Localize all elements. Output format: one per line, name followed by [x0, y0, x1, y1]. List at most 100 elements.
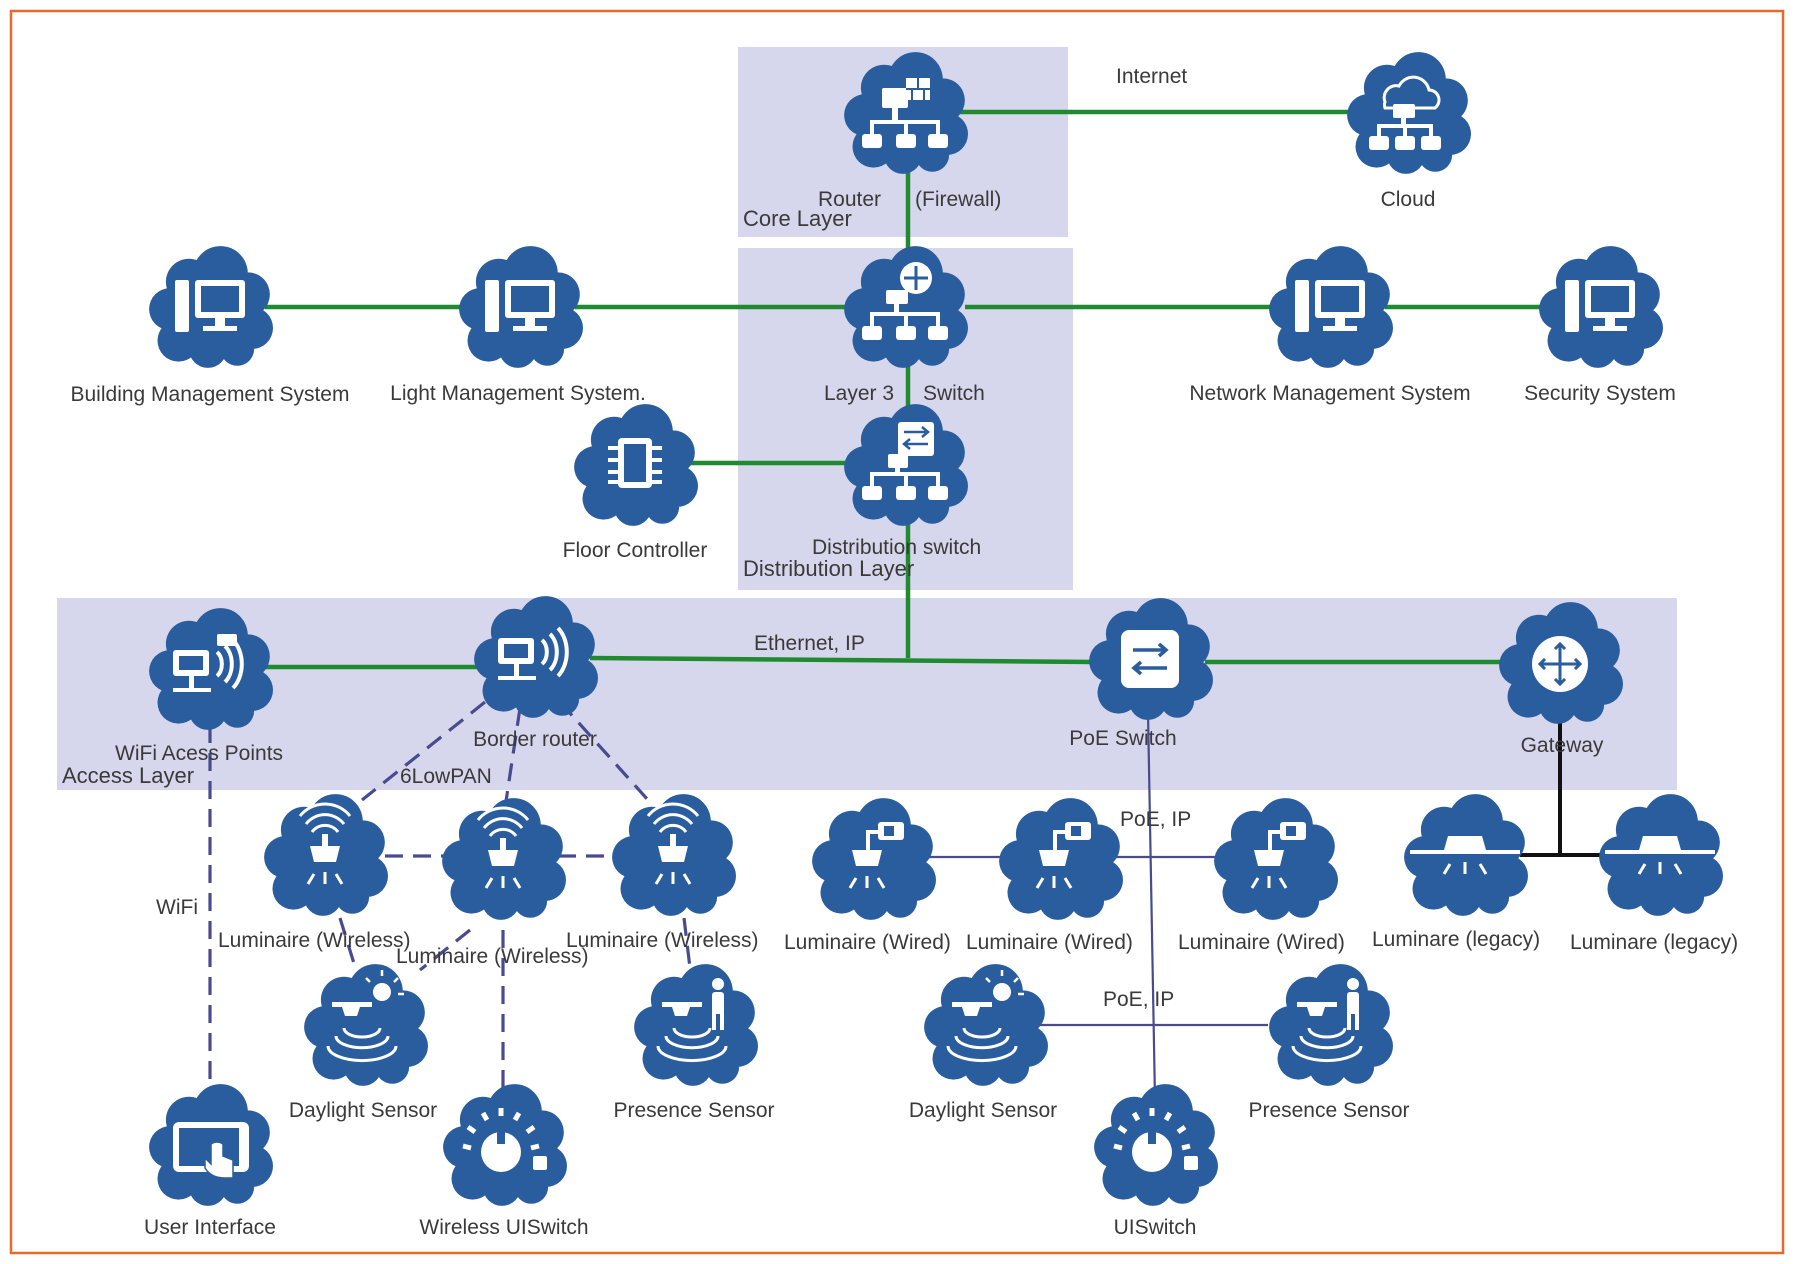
lum-wd-1-node[interactable]: [812, 798, 936, 920]
layer-label-core: Core Layer: [743, 206, 852, 231]
label-lum-wd-2: Luminaire (Wired): [966, 931, 1133, 954]
computer-icon: [1295, 280, 1365, 332]
cloud-node[interactable]: [1347, 52, 1471, 174]
label-presence-1: Presence Sensor: [613, 1099, 774, 1122]
gateway-icon: [1532, 636, 1588, 692]
lum-lg-2-node[interactable]: [1599, 794, 1723, 916]
presence-sensor-icon: [656, 978, 728, 1063]
link-label-6lowpan: 6LowPAN: [400, 765, 492, 788]
wireless-uiswitch-node[interactable]: [443, 1084, 567, 1206]
border-router-node[interactable]: [474, 596, 598, 718]
computer-icon: [1565, 280, 1635, 332]
floor-controller-node[interactable]: [574, 404, 698, 526]
lum-wl-1-node[interactable]: [264, 794, 388, 916]
label-cloud: Cloud: [1381, 188, 1436, 211]
link-label-poe-ip-2: PoE, IP: [1103, 988, 1174, 1011]
security-node[interactable]: [1539, 246, 1663, 368]
label-floor-controller: Floor Controller: [563, 539, 708, 562]
link-label-poe-ip-1: PoE, IP: [1120, 808, 1191, 831]
link-border-lumwl2: [503, 707, 522, 809]
label-gateway: Gateway: [1521, 734, 1604, 757]
wireless-luminaire-icon: [476, 806, 530, 889]
link-border-lumwl3: [558, 700, 650, 802]
lms-node[interactable]: [459, 246, 583, 368]
lum-wl-3-node[interactable]: [612, 794, 736, 916]
firewall-router-icon: [862, 78, 948, 148]
dial-switch-icon: [1113, 1108, 1198, 1172]
wifi-ap-node[interactable]: [149, 608, 273, 730]
link-lumwl1-daylight: [338, 917, 358, 971]
wireless-luminaire-icon: [298, 802, 352, 885]
daylight-sensor-icon: [946, 970, 1024, 1063]
presence-2-node[interactable]: [1269, 964, 1393, 1086]
layer3-switch-icon: [862, 262, 948, 340]
outer-frame: [9, 9, 1785, 1255]
computer-icon: [175, 280, 245, 332]
label-security: Security System: [1524, 382, 1676, 405]
link-label-wifi: WiFi: [156, 896, 198, 919]
daylight-1-node[interactable]: [304, 964, 428, 1086]
label-lum-lg-1: Luminare (legacy): [1372, 928, 1540, 951]
chip-icon: [608, 438, 662, 488]
connections: [208, 109, 1605, 1101]
label-lum-wl-1: Luminaire (Wireless): [218, 929, 411, 952]
wired-luminaire-icon: [1035, 822, 1091, 889]
wired-luminaire-icon: [1250, 822, 1306, 889]
wireless-luminaire-icon: [646, 802, 700, 885]
daylight-sensor-icon: [326, 970, 404, 1063]
label-poe-switch: PoE Switch: [1069, 727, 1176, 750]
label-wifi-ap: WiFi Acess Points: [115, 742, 283, 765]
label-router: Router: [818, 188, 881, 211]
link-poe-uiswitch: [1146, 711, 1157, 1101]
bms-node[interactable]: [149, 246, 273, 368]
label-lum-wd-1: Luminaire (Wired): [784, 931, 951, 954]
labels: Internet Ethernet, IP 6LowPAN WiFi PoE, …: [62, 65, 1738, 1239]
presence-sensor-icon: [1291, 978, 1363, 1063]
distribution-switch-node[interactable]: [844, 404, 968, 526]
legacy-luminaire-icon: [1605, 836, 1715, 875]
daylight-2-node[interactable]: [924, 964, 1048, 1086]
distribution-switch-icon: [862, 422, 948, 500]
gateway-node[interactable]: [1499, 602, 1623, 724]
link-label-internet: Internet: [1116, 65, 1187, 88]
label-lum-wd-3: Luminaire (Wired): [1178, 931, 1345, 954]
lum-wd-3-node[interactable]: [1214, 798, 1338, 920]
nodes: [149, 52, 1723, 1206]
label-lum-wl-3: Luminaire (Wireless): [566, 929, 759, 952]
touch-tablet-icon: [173, 1122, 249, 1179]
router-node[interactable]: [844, 52, 968, 174]
wifi-access-point-icon: [173, 634, 244, 692]
l3-switch-node[interactable]: [844, 246, 968, 368]
poe-switch-node[interactable]: [1089, 598, 1213, 720]
nms-node[interactable]: [1269, 246, 1393, 368]
user-interface-node[interactable]: [149, 1084, 273, 1206]
label-daylight-1: Daylight Sensor: [289, 1099, 437, 1122]
legacy-luminaire-icon: [1410, 836, 1520, 875]
wired-luminaire-icon: [848, 822, 904, 889]
lum-wl-2-node[interactable]: [442, 798, 566, 920]
uiswitch-node[interactable]: [1094, 1084, 1218, 1206]
label-user-interface: User Interface: [144, 1216, 276, 1239]
label-nms: Network Management System: [1189, 382, 1470, 405]
access-layer-band: [57, 598, 1677, 790]
label-border-router: Border router: [473, 728, 597, 751]
link-border-poe: [589, 655, 1096, 665]
lum-wd-2-node[interactable]: [999, 798, 1123, 920]
dial-switch-icon: [462, 1108, 547, 1172]
link-lumwl2-daylight: [419, 928, 471, 972]
link-label-ethernet-ip: Ethernet, IP: [754, 632, 865, 655]
label-l3-switch-b: Switch: [923, 382, 985, 405]
presence-1-node[interactable]: [634, 964, 758, 1086]
cloud-network-icon: [1369, 75, 1441, 150]
label-presence-2: Presence Sensor: [1248, 1099, 1409, 1122]
label-router-firewall: (Firewall): [915, 188, 1001, 211]
computer-icon: [485, 280, 555, 332]
label-l3-switch: Layer 3: [824, 382, 894, 405]
label-lum-wl-2: Luminaire (Wireless): [396, 945, 589, 968]
lum-lg-1-node[interactable]: [1404, 794, 1528, 916]
layer-label-distribution: Distribution Layer: [743, 556, 914, 581]
link-lumwl3-presence: [682, 917, 692, 969]
label-lms: Light Management System.: [390, 382, 646, 405]
